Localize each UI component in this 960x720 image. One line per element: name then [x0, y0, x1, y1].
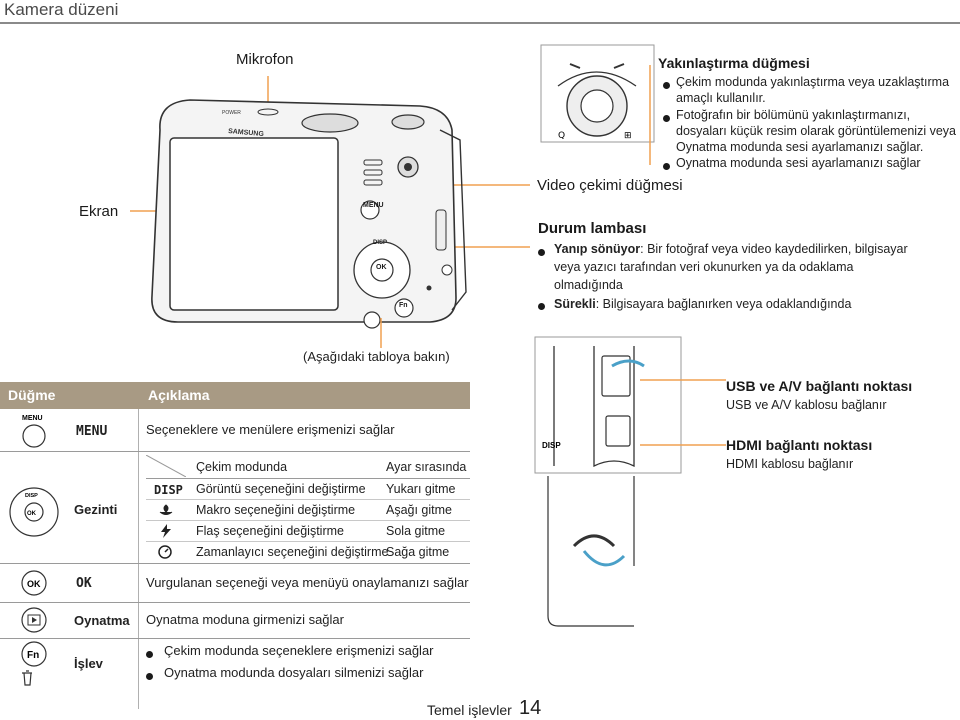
- lamp-blink-line-3: olmadığında: [554, 278, 623, 292]
- footer-section: Temel işlevler: [427, 702, 512, 718]
- nav-item-2-right: Aşağı gitme: [386, 503, 453, 517]
- brand-logo: SAMSUNG: [228, 128, 265, 138]
- row-ok-desc: Vurgulanan seçeneği veya menüyü onaylama…: [146, 575, 469, 590]
- row-play-desc: Oynatma moduna girmenizi sağlar: [146, 612, 344, 627]
- shutter-button: [391, 114, 425, 130]
- zoom-line-6: Oynatma modunda sesi ayarlamanızı sağlar: [676, 156, 921, 170]
- mode-dial: [301, 113, 359, 133]
- play-button-icon: [21, 607, 47, 633]
- nav-item-4-right: Sağa gitme: [386, 545, 450, 559]
- lamp-steady-line: Sürekli: Bilgisayara bağlanırken veya od…: [554, 297, 852, 311]
- fn-bullet-2: [146, 673, 153, 680]
- zoom-bullet-1: [663, 82, 670, 89]
- menu-button-label: MENU: [363, 202, 384, 209]
- page-title: Kamera düzeni: [4, 0, 119, 19]
- svg-text:DISP: DISP: [25, 493, 38, 499]
- ports-illustration: DISP: [534, 336, 682, 627]
- row-fn-line-1: Çekim modunda seçeneklere erişmenizi sağ…: [164, 643, 434, 658]
- col-button-header: Düğme: [8, 387, 56, 403]
- ports-side-label: DISP: [542, 441, 561, 450]
- svg-text:OK: OK: [27, 579, 41, 589]
- footer-page-number: 14: [519, 697, 542, 719]
- lamp-bullet-2: [538, 303, 545, 310]
- zoom-title: Yakınlaştırma düğmesi: [658, 55, 810, 71]
- label-video-button: Video çekimi düğmesi: [537, 177, 683, 194]
- nav-item-4-left: Zamanlayıcı seçeneğini değiştirme: [196, 545, 389, 559]
- zoom-line-5: Oynatma modunda sesi ayarlamanızı sağlar…: [676, 140, 924, 154]
- lamp-blink-line-2: veya yazıcı tarafından veri okunurken ya…: [554, 260, 854, 274]
- zoom-dial-illustration: Q ⊞: [540, 44, 655, 143]
- usb-desc: USB ve A/V kablosu bağlanır: [726, 398, 887, 412]
- zoom-in-icon: ⊞: [624, 131, 632, 141]
- zoom-line-4: dosyaları küçük resim olarak görüntüleme…: [676, 124, 956, 138]
- hdmi-title: HDMI bağlantı noktası: [726, 437, 873, 453]
- nav-item-1-right: Yukarı gitme: [386, 482, 456, 496]
- row-fn-label: İşlev: [74, 656, 103, 671]
- zoom-bullet-2: [663, 115, 670, 122]
- fn-button-icon: Fn: [21, 641, 47, 686]
- row-ok-label: OK: [76, 576, 92, 591]
- ok-button-label: OK: [376, 264, 387, 271]
- ok-button: [370, 258, 394, 282]
- col-desc-header: Açıklama: [148, 387, 210, 403]
- nav-subheader-right: Ayar sırasında: [386, 460, 467, 474]
- row-nav-label: Gezinti: [74, 502, 118, 517]
- play-button: [363, 311, 381, 329]
- svg-text:Fn: Fn: [27, 650, 39, 661]
- camera-diagram: POWER SAMSUNG: [130, 76, 530, 329]
- svg-text:MENU: MENU: [22, 415, 43, 422]
- screen: [169, 137, 339, 311]
- nav-item-2-left: Makro seçeneğini değiştirme: [196, 503, 356, 517]
- status-lamp: [426, 285, 432, 291]
- status-lamp-title: Durum lambası: [538, 220, 647, 237]
- fn-bullet-1: [146, 651, 153, 658]
- svg-text:OK: OK: [27, 511, 37, 517]
- zoom-out-icon: Q: [558, 131, 565, 141]
- macro-icon: [159, 504, 173, 515]
- nav-item-3-left: Flaş seçeneğini değiştirme: [196, 524, 344, 538]
- row-menu-desc: Seçeneklere ve menülere erişmenizi sağla…: [146, 422, 395, 437]
- label-mikrofon: Mikrofon: [236, 51, 294, 68]
- zoom-line-2: amaçlı kullanılır.: [676, 91, 766, 105]
- timer-icon: [158, 545, 172, 559]
- lamp-bullet-1: [538, 249, 545, 256]
- table-header: Düğme Açıklama: [0, 382, 470, 409]
- nav-item-3-right: Sola gitme: [386, 524, 446, 538]
- ok-button-icon: OK: [21, 570, 47, 596]
- table-note: (Aşağıdaki tabloya bakın): [303, 349, 450, 364]
- zoom-line-3: Fotoğrafın bir bölümünü yakınlaştırmanız…: [676, 108, 911, 122]
- usb-title: USB ve A/V bağlantı noktası: [726, 378, 913, 394]
- label-ekran: Ekran: [79, 203, 119, 220]
- fn-button-label: Fn: [399, 302, 408, 309]
- menu-button-icon: MENU: [22, 415, 46, 448]
- header-rule: [0, 22, 960, 24]
- nav-pad-icon: OK DISP: [9, 487, 59, 537]
- disp-icon: DISP: [154, 483, 183, 497]
- flash-icon: [161, 524, 171, 538]
- fn-button: [394, 298, 414, 318]
- power-label: POWER: [222, 110, 241, 116]
- zoom-bullet-3: [663, 163, 670, 170]
- nav-subheader-left: Çekim modunda: [196, 460, 288, 474]
- row-menu-label: MENU: [76, 424, 108, 439]
- row-play-label: Oynatma: [74, 613, 130, 628]
- disp-button-label: DISP: [373, 240, 388, 246]
- nav-item-1-left: Görüntü seçeneğini değiştirme: [196, 482, 366, 496]
- row-fn-line-2: Oynatma modunda dosyaları silmenizi sağl…: [164, 665, 424, 680]
- hdmi-desc: HDMI kablosu bağlanır: [726, 457, 854, 471]
- lamp-blink-line-1: Yanıp sönüyor: Bir fotoğraf veya video k…: [554, 242, 908, 256]
- menu-button: [360, 200, 380, 220]
- zoom-line-1: Çekim modunda yakınlaştırma veya uzaklaş…: [676, 75, 950, 89]
